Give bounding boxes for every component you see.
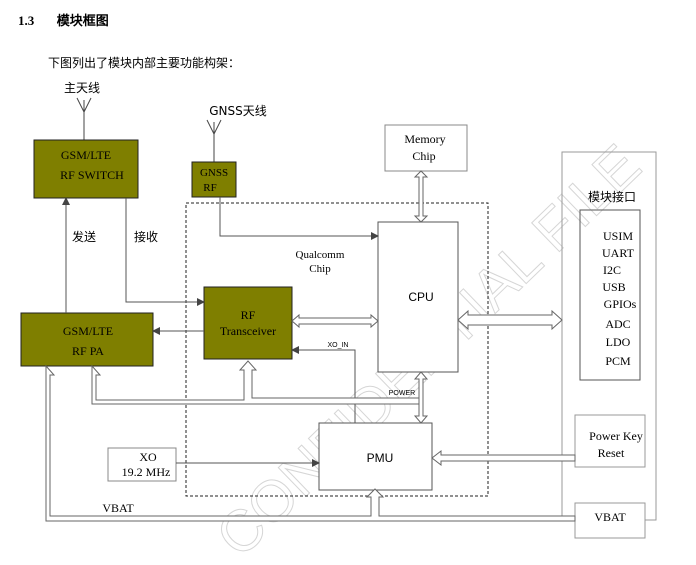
supply-to-pa-transceiver-line (91, 360, 420, 405)
interface-adc: ADC (605, 317, 630, 331)
module-interface-title: 模块接口 (588, 189, 636, 204)
svg-text:GSM/LTE: GSM/LTE (63, 324, 113, 338)
gnss-rf-block: GNSS RF (191, 161, 237, 198)
svg-text:Power Key: Power Key (589, 429, 643, 443)
gnss-to-cpu-line (219, 197, 379, 240)
cpu-interface-bus-arrow (457, 309, 563, 331)
cpu-block: CPU (377, 221, 459, 373)
powerkey-to-pmu-arrow (431, 449, 576, 467)
section-title: 模块框图 (56, 14, 109, 29)
pmu-block: PMU (318, 422, 433, 491)
interface-i2c: I2C (603, 263, 621, 277)
vbat-input-block: VBAT (574, 502, 646, 539)
svg-text:RF: RF (203, 182, 216, 194)
svg-text:RF SWITCH: RF SWITCH (60, 168, 124, 182)
gnss-antenna-icon (206, 119, 222, 162)
svg-text:PMU: PMU (367, 451, 394, 465)
svg-text:RF: RF (241, 308, 256, 322)
svg-text:Reset: Reset (598, 446, 625, 460)
svg-text:GSM/LTE: GSM/LTE (61, 148, 111, 162)
transceiver-cpu-bus-arrow (291, 313, 379, 329)
cpu-pmu-power-arrow (413, 371, 429, 424)
power-label: POWER (389, 390, 415, 397)
xo-in-label: XO_IN (327, 342, 348, 349)
vbat-bus-label: VBAT (102, 501, 134, 515)
interface-ldo: LDO (606, 335, 631, 349)
receive-line (125, 198, 205, 306)
rf-transceiver-block: RF Transceiver (203, 286, 293, 360)
memory-cpu-bus-arrow (413, 170, 429, 223)
section-number: 1.3 (18, 13, 35, 28)
svg-text:XO: XO (139, 450, 157, 464)
power-key-reset-block: Power Key Reset (574, 414, 646, 468)
gsm-lte-rf-pa-block: GSM/LTE RF PA (20, 312, 154, 367)
svg-text:Chip: Chip (412, 149, 435, 163)
send-label: 发送 (72, 229, 96, 244)
main-antenna-icon (76, 97, 92, 140)
svg-text:19.2 MHz: 19.2 MHz (122, 465, 171, 479)
interface-gpios: GPIOs (604, 297, 637, 311)
svg-text:RF PA: RF PA (72, 344, 104, 358)
svg-text:GNSS: GNSS (200, 167, 228, 179)
qualcomm-chip-boundary (185, 202, 489, 497)
memory-chip-block: Memory Chip (384, 124, 468, 172)
interface-uart: UART (602, 246, 635, 260)
xo-block: XO 19.2 MHz (107, 447, 177, 482)
interface-usim: USIM (603, 229, 633, 243)
section-heading: 1.3 模块框图 (18, 10, 109, 29)
qualcomm-label-line1: Qualcomm (296, 249, 345, 261)
svg-text:Memory: Memory (404, 132, 445, 146)
interface-pcm: PCM (605, 354, 631, 368)
receive-label: 接收 (134, 229, 158, 244)
main-antenna-label: 主天线 (64, 81, 100, 95)
qualcomm-label-line2: Chip (309, 263, 331, 275)
interface-usb: USB (602, 280, 625, 294)
gnss-antenna-label: GNSS天线 (209, 104, 267, 118)
intro-text: 下图列出了模块内部主要功能构架： (48, 56, 241, 70)
gsm-lte-rf-switch-block: GSM/LTE RF SWITCH (33, 139, 139, 199)
svg-text:VBAT: VBAT (594, 510, 626, 524)
svg-text:Transceiver: Transceiver (220, 324, 276, 338)
module-interface-list-box (579, 209, 641, 381)
vbat-bus-line (45, 364, 576, 522)
svg-text:CPU: CPU (408, 290, 433, 304)
